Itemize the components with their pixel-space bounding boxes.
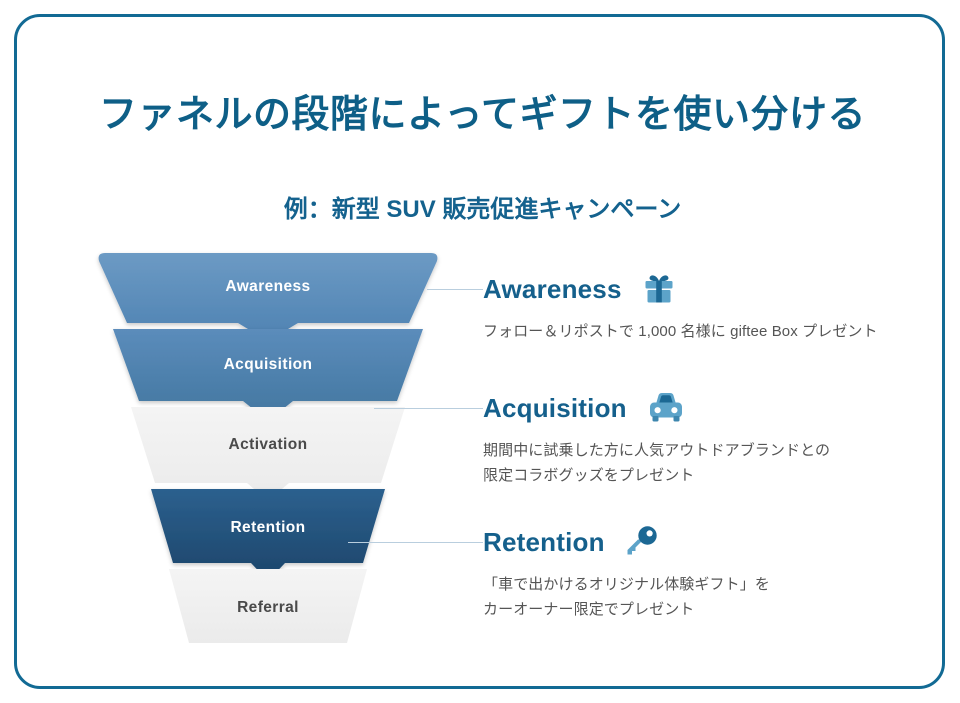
stage-title-acquisition: Acquisition: [483, 392, 627, 423]
funnel-segment-awareness[interactable]: [98, 253, 438, 341]
gift-icon: [640, 270, 678, 308]
slide-frame: ファネルの段階によってギフトを使い分ける 例：新型 SUV 販売促進キャンペーン: [14, 14, 945, 689]
connector-line-retention: [348, 542, 483, 543]
funnel-segment-retention[interactable]: [151, 489, 385, 581]
key-icon: [623, 523, 661, 561]
stage-block-awareness: Awareness フォロー＆リポストで 1,000 名様に giftee Bo…: [483, 270, 935, 344]
stage-title-awareness: Awareness: [483, 273, 622, 304]
funnel-label-activation: Activation: [229, 436, 308, 453]
connector-line-acquisition: [374, 408, 483, 409]
funnel-label-awareness: Awareness: [225, 278, 310, 295]
page-title: ファネルの段階によってギフトを使い分ける: [99, 94, 866, 136]
stage-header-retention: Retention: [483, 523, 935, 561]
funnel-label-referral: Referral: [237, 599, 299, 616]
connector-line-awareness: [427, 289, 483, 290]
funnel-diagram: Awareness Acquisition Activation Retenti…: [93, 245, 443, 650]
stage-block-retention: Retention 「車で出かけるオリジナル体験ギフト」を カーオーナー限定でプ…: [483, 523, 935, 622]
funnel-label-acquisition: Acquisition: [224, 356, 313, 373]
stage-description-awareness: フォロー＆リポストで 1,000 名様に giftee Box プレゼント: [483, 323, 878, 340]
funnel-segment-acquisition[interactable]: [113, 329, 423, 421]
car-icon: [645, 390, 687, 426]
stage-description-retention: 「車で出かけるオリジナル体験ギフト」を カーオーナー限定でプレゼント: [483, 576, 770, 618]
stage-title-retention: Retention: [483, 526, 605, 557]
stage-header-acquisition: Acquisition: [483, 389, 935, 427]
stage-block-acquisition: Acquisition 期間中に試乗した方に人気アウトドアブランドとの 限定: [483, 389, 935, 488]
funnel-segment-activation[interactable]: [131, 407, 405, 501]
slide-subtitle: 例：新型 SUV 販売促進キャンペーン: [283, 196, 682, 223]
stage-header-awareness: Awareness: [483, 270, 935, 308]
funnel-label-retention: Retention: [230, 519, 305, 536]
stage-description-acquisition: 期間中に試乗した方に人気アウトドアブランドとの 限定コラボグッズをプレゼント: [483, 442, 831, 484]
funnel-segment-referral[interactable]: [169, 569, 367, 643]
